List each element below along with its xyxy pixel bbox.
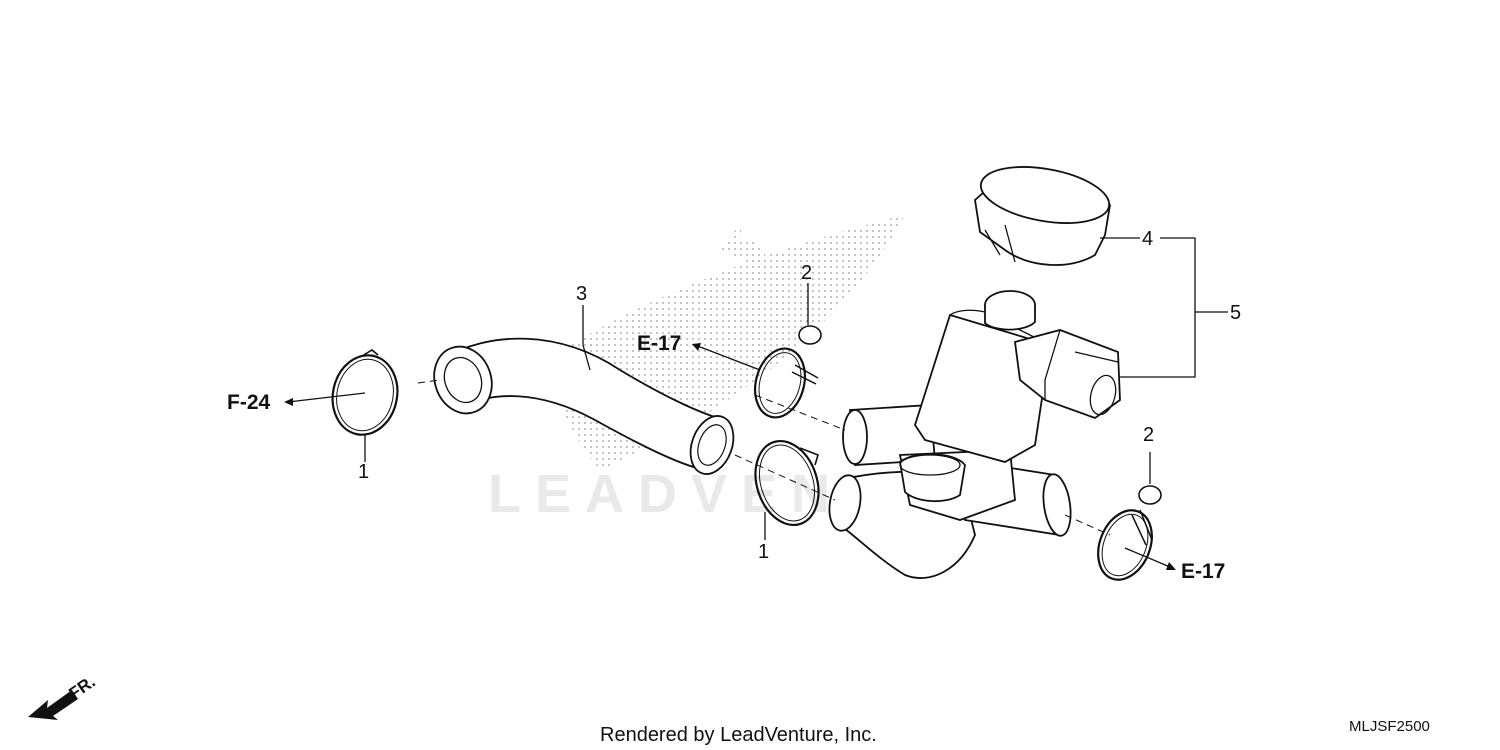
leader-lines	[284, 237, 1228, 570]
callout-1-middle: 1	[758, 541, 769, 563]
valve-body[interactable]	[825, 290, 1121, 579]
coolant-hose[interactable]	[425, 337, 741, 480]
footer-credit: Rendered by LeadVenture, Inc.	[600, 724, 877, 746]
hose-clamp-left[interactable]	[325, 349, 404, 441]
callout-4: 4	[1142, 228, 1153, 250]
ref-e-17-top[interactable]: E-17	[637, 332, 681, 355]
ref-e-17-bottom[interactable]: E-17	[1181, 560, 1225, 583]
callout-1-left: 1	[358, 461, 369, 483]
callout-2-right: 2	[1143, 424, 1154, 446]
ref-f-24[interactable]: F-24	[227, 391, 271, 414]
front-direction-arrow-icon	[28, 690, 78, 720]
clip-clamp-right[interactable]	[1088, 485, 1162, 588]
hose-clamp-middle[interactable]	[745, 433, 829, 533]
alignment-lines	[417, 379, 1111, 536]
callout-5: 5	[1230, 302, 1241, 324]
clip-clamp-top[interactable]	[748, 325, 822, 423]
callout-2-top: 2	[801, 262, 812, 284]
callout-3: 3	[576, 283, 587, 305]
valve-cover[interactable]	[974, 158, 1114, 266]
diagram-code: MLJSF2500	[1349, 718, 1430, 735]
